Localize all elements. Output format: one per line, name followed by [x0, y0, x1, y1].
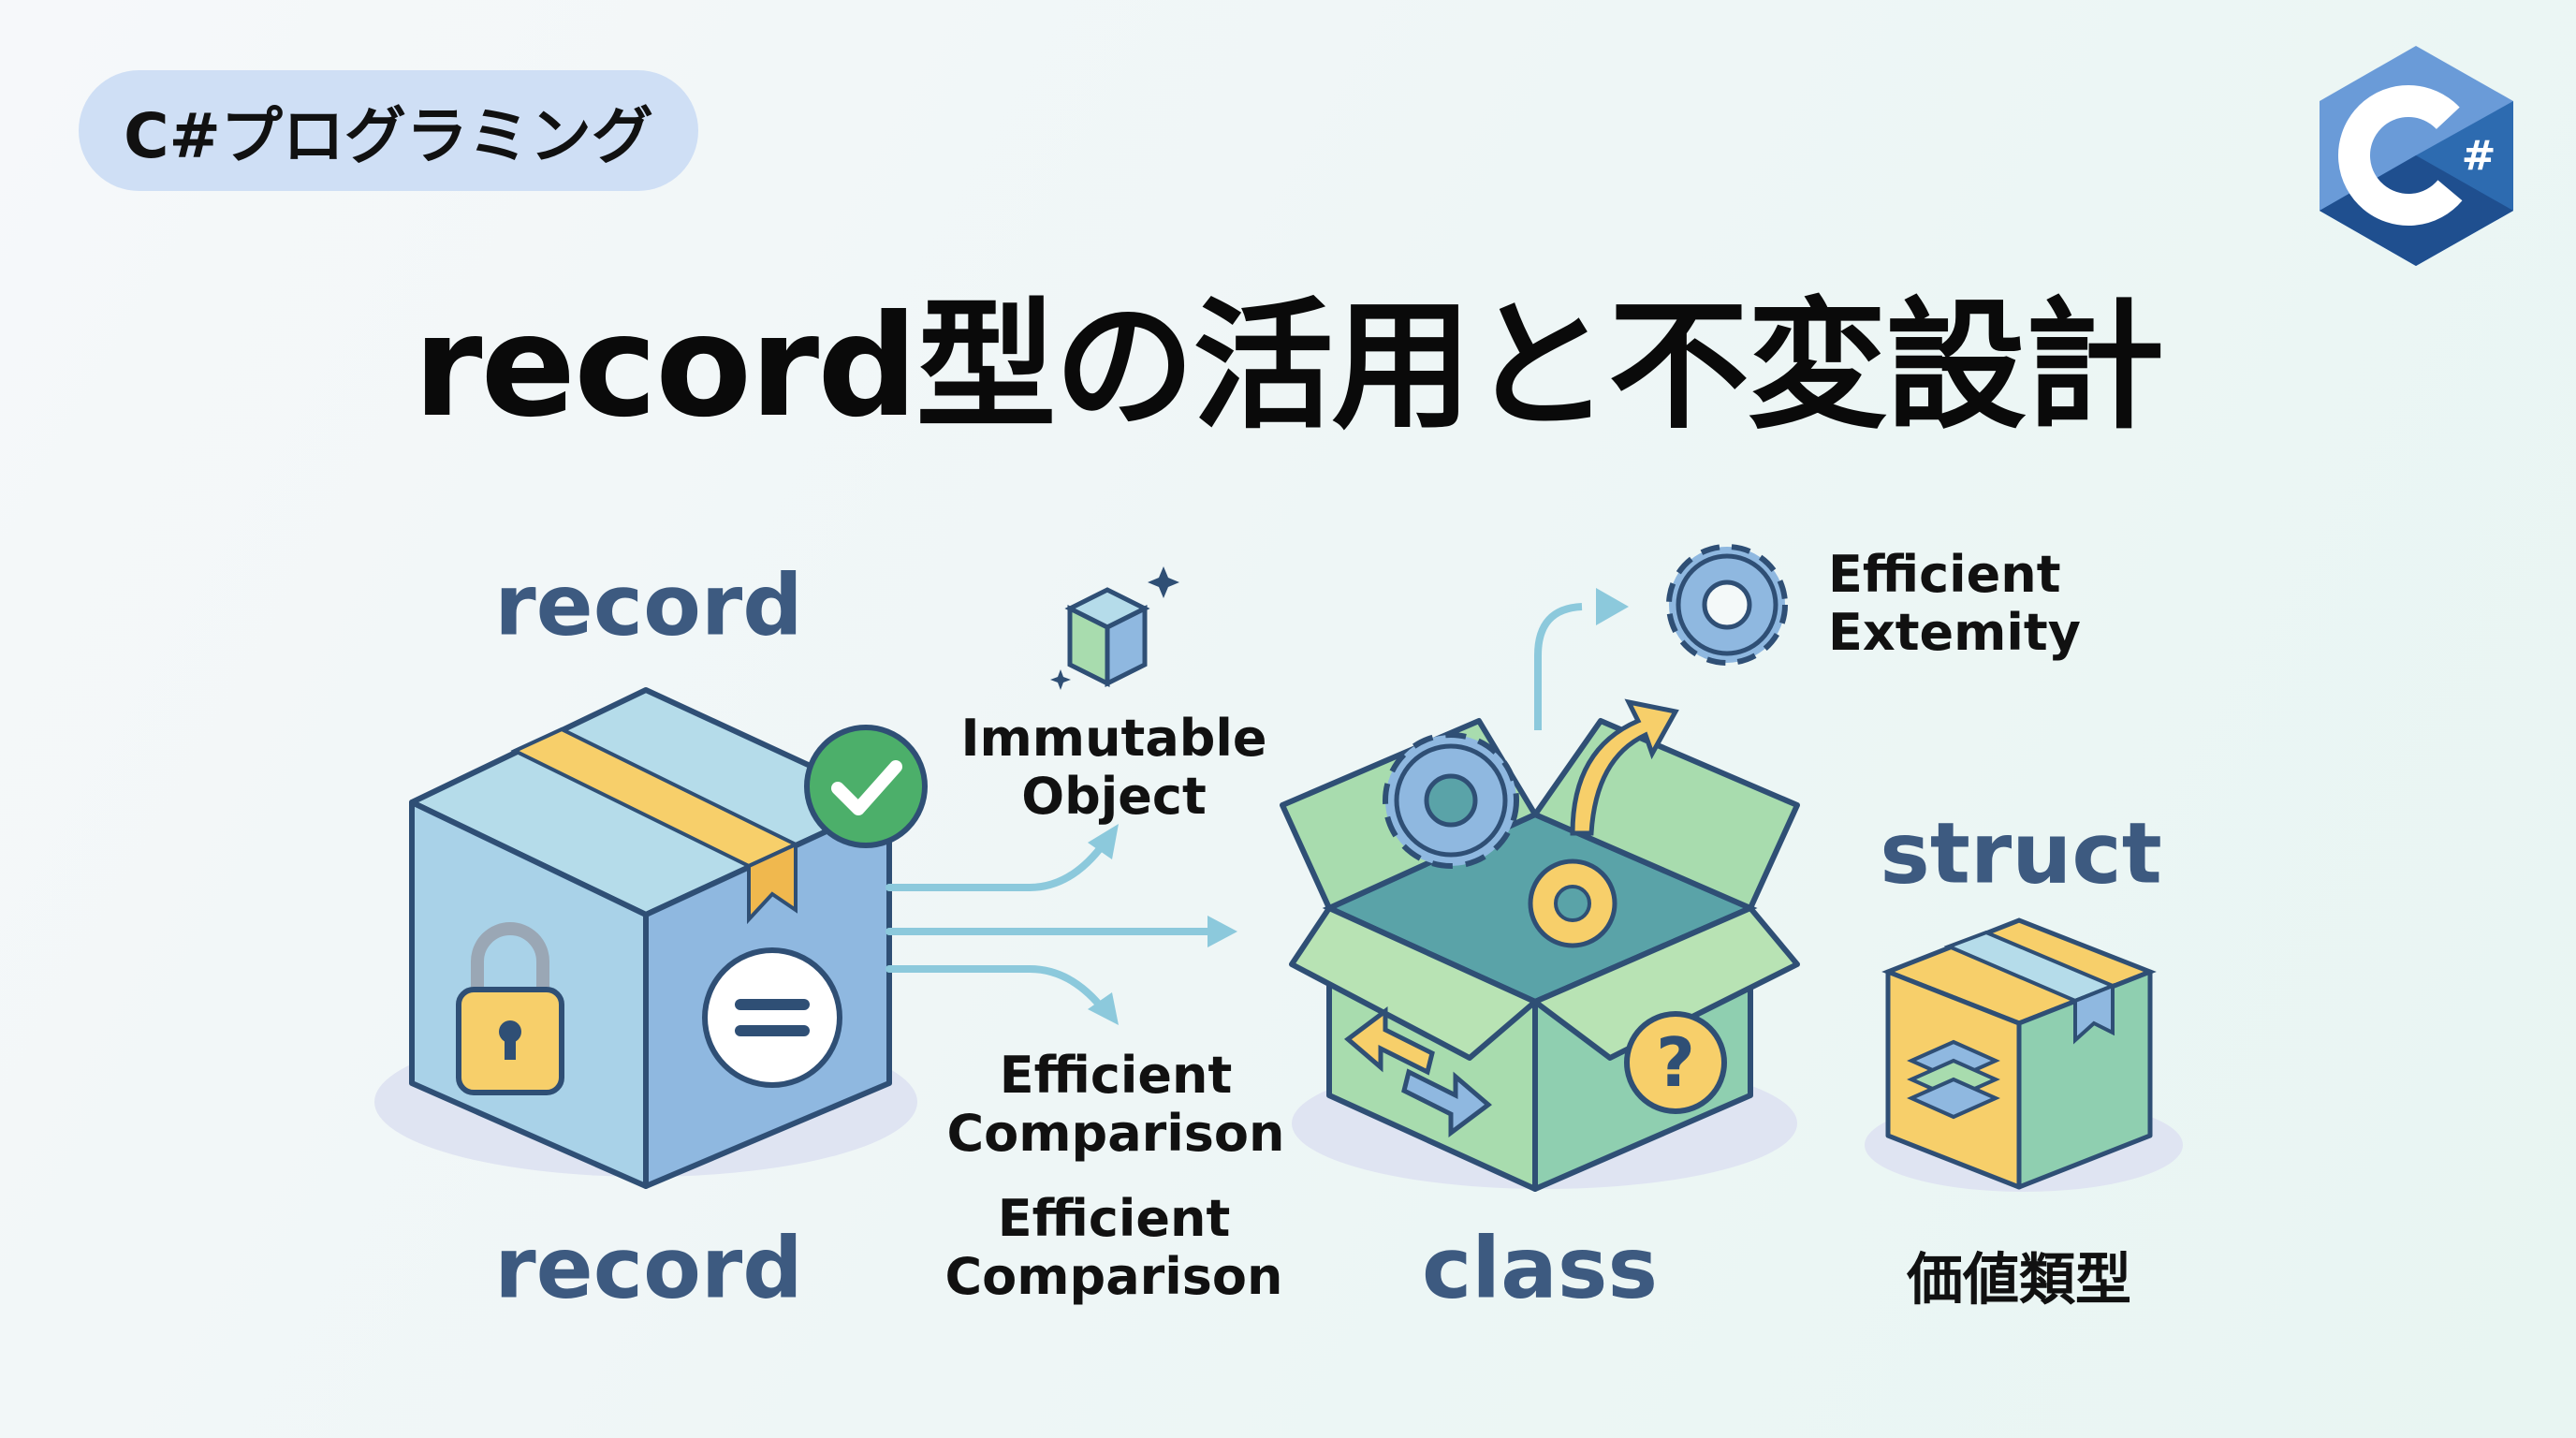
csharp-logo-icon: # — [2320, 46, 2513, 266]
equals-icon — [702, 947, 842, 1088]
small-gear-icon — [1528, 858, 1617, 948]
layers-icon — [1907, 1039, 2000, 1120]
note-line: Immutable — [960, 709, 1267, 768]
curved-arrow-icon — [1570, 698, 1679, 836]
note-line: Efficient — [997, 1189, 1231, 1248]
efficient-extemity-note: Efficient Extemity — [1828, 546, 2081, 662]
gear-icon — [1383, 732, 1519, 869]
gear-icon — [1666, 544, 1788, 666]
note-line: Comparison — [944, 1247, 1283, 1306]
immutable-cube-icon — [1050, 566, 1179, 690]
check-badge-icon — [804, 725, 928, 848]
connection-arrows — [886, 824, 1237, 1025]
efficient-comparison-note-2: Efficient Comparison — [945, 1190, 1283, 1306]
record-box-illustration — [374, 687, 928, 1189]
note-line: Efficient — [999, 1046, 1233, 1105]
struct-box-illustration — [1865, 917, 2183, 1192]
svg-text:?: ? — [1656, 1023, 1695, 1102]
question-icon: ? — [1624, 1011, 1727, 1114]
swap-arrows-icon — [1344, 1006, 1492, 1137]
lock-icon — [456, 922, 564, 1095]
note-line: Efficient — [1828, 545, 2061, 604]
class-label: class — [1421, 1219, 1659, 1318]
note-line: Object — [1021, 767, 1207, 826]
record-top-label: record — [494, 556, 803, 655]
struct-label: struct — [1880, 804, 2162, 903]
category-badge: C#プログラミング — [79, 70, 698, 191]
class-box-illustration: ? — [1280, 588, 1800, 1192]
value-type-label: 価値類型 — [1907, 1247, 2131, 1313]
record-bottom-label: record — [494, 1219, 803, 1318]
svg-text:#: # — [2462, 132, 2496, 180]
page-title: record型の活用と不変設計 — [413, 286, 2164, 448]
note-line: Comparison — [946, 1104, 1285, 1163]
immutable-object-note: Immutable Object — [960, 710, 1266, 826]
efficient-comparison-note-1: Efficient Comparison — [947, 1047, 1285, 1163]
note-line: Extemity — [1828, 603, 2081, 662]
